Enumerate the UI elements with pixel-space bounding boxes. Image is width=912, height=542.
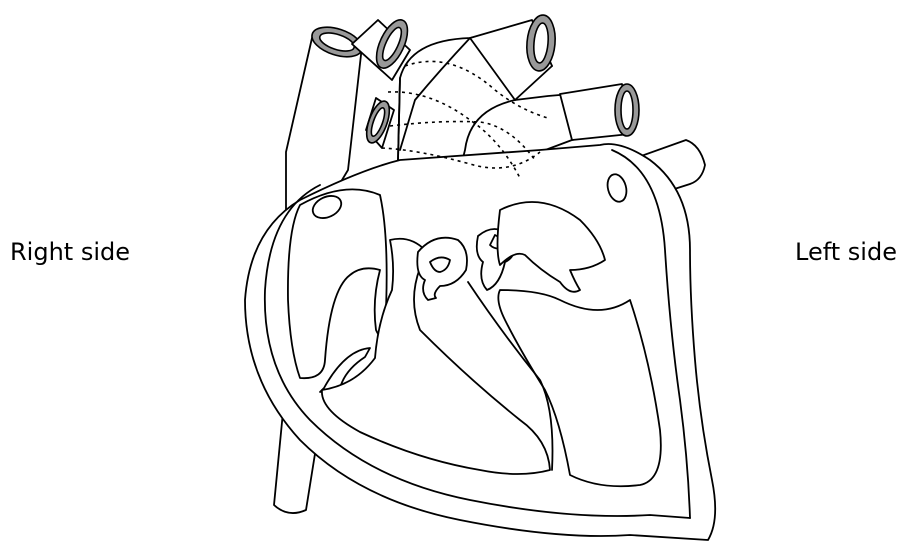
pulmonary-artery-left-vessel (351, 19, 411, 81)
septum (467, 281, 554, 471)
dotted-vessel-connectors (381, 60, 549, 179)
pulmonary-artery-right-vessel (559, 83, 640, 141)
left-ventricle (496, 173, 662, 488)
right-side-label: Right side (10, 238, 130, 266)
aorta-top-vessel (469, 14, 556, 101)
left-side-label: Left side (795, 238, 897, 266)
pulmonary-artery-small-vessel (365, 97, 395, 149)
right-atrium (287, 188, 388, 380)
